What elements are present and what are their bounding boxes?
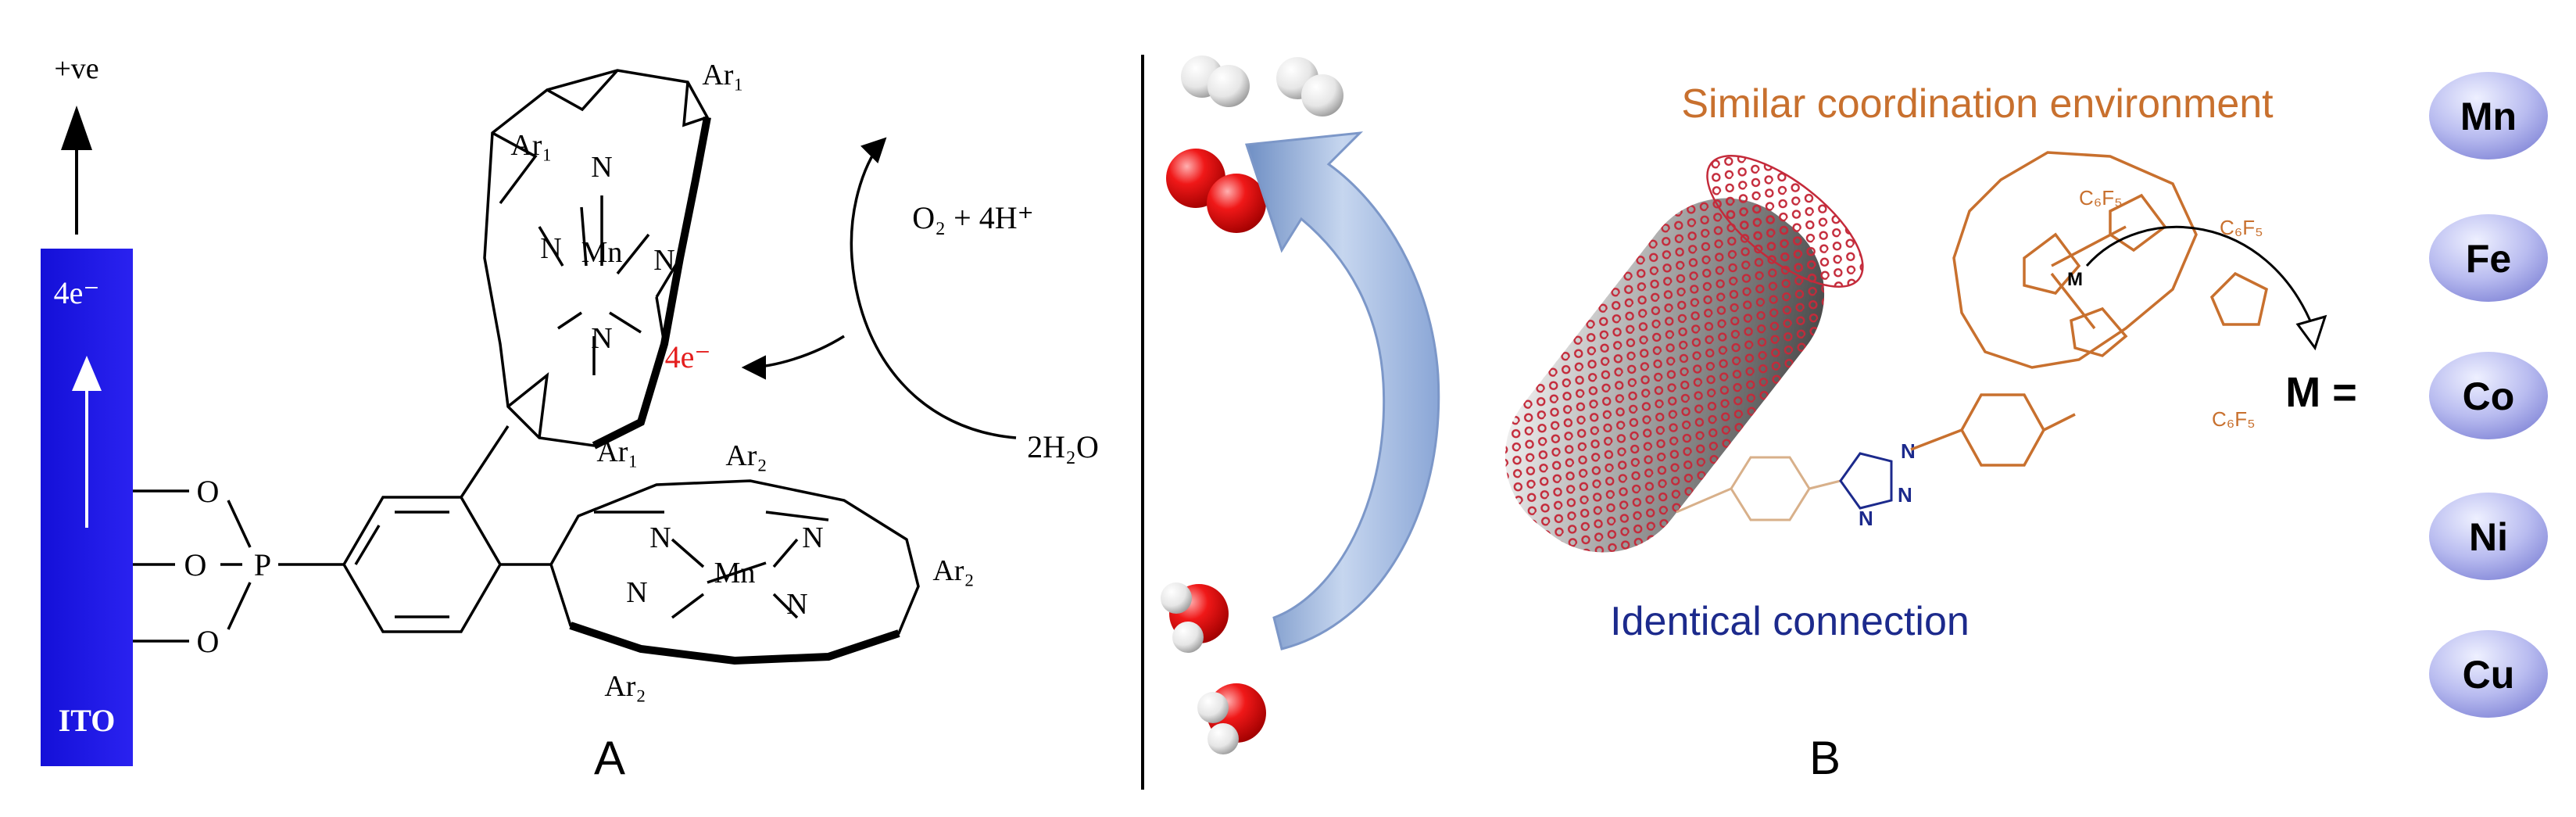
carbon-nanotube	[1504, 155, 1864, 553]
metal-oval-cu: Cu	[2429, 630, 2548, 718]
panel-a-label: A	[594, 732, 625, 784]
ar1-top-right: Ar₁	[702, 59, 743, 91]
ito-label: ITO	[59, 703, 116, 738]
panel-b-label: B	[1809, 732, 1841, 784]
metal-oval-mn: Mn	[2429, 72, 2548, 159]
n-bottom-1: N	[649, 521, 671, 554]
ar1-bottom: Ar₁	[596, 435, 638, 468]
triazole-n-1: N	[1901, 439, 1916, 463]
electron-arrow	[741, 335, 845, 380]
n-top-1: N	[591, 151, 612, 184]
o-label-1: O	[197, 474, 220, 509]
m-equals-label: M =	[2285, 369, 2357, 416]
metal-center: M	[2067, 269, 2083, 290]
water-molecule-1	[1161, 582, 1229, 653]
svg-text:Fe: Fe	[2466, 237, 2511, 281]
c6f5-bottom: C₆F₅	[2212, 407, 2256, 431]
svg-text:Co: Co	[2463, 374, 2515, 418]
reactant-label: 2H₂O	[1027, 429, 1099, 464]
p-label: P	[254, 547, 271, 582]
n-top-3: N	[653, 244, 674, 277]
metal-list: Mn Fe Co Ni Cu	[2429, 72, 2548, 718]
svg-text:Cu: Cu	[2463, 653, 2515, 697]
product-label: O₂ + 4H⁺	[912, 200, 1033, 235]
white-up-arrow-icon	[72, 356, 102, 391]
n-top-2: N	[540, 232, 561, 265]
bottom-porphyrin-bold-edge	[569, 622, 900, 665]
triazole-ring	[1839, 452, 1893, 510]
metal-top: Mn	[581, 236, 623, 269]
panel-a: ITO 4e⁻ +ve O O O P	[41, 52, 1099, 784]
metal-oval-ni: Ni	[2429, 493, 2548, 580]
up-arrow-icon	[61, 106, 92, 150]
c6f5-right: C₆F₅	[2220, 216, 2263, 239]
n-bottom-2: N	[802, 521, 823, 554]
ar2-right: Ar₂	[932, 554, 974, 587]
triazole-n-2: N	[1898, 483, 1912, 507]
n-top-4: N	[591, 322, 612, 355]
ar1-left: Ar₁	[510, 129, 552, 162]
potential-label: +ve	[54, 52, 98, 85]
ar2-top: Ar₂	[725, 439, 767, 472]
c6f5-top: C₆F₅	[2079, 186, 2123, 210]
o-label-3: O	[197, 624, 220, 659]
metal-swap-arrow	[2085, 226, 2315, 329]
panel-b: N N N M C₆F₅ C₆F₅ C₆F₅ Similar coordinat…	[1161, 56, 2548, 784]
top-porphyrin-bold-edge	[592, 116, 711, 450]
metal-oval-fe: Fe	[2429, 214, 2548, 302]
triazole-n-3: N	[1859, 507, 1873, 530]
oxygen-molecule	[1166, 149, 1266, 233]
benzene-ring	[342, 425, 551, 633]
n-bottom-4: N	[786, 588, 807, 621]
n-bottom-3: N	[626, 576, 647, 609]
orange-porphyrin	[1910, 151, 2269, 467]
electrons-red-label: 4e⁻	[665, 339, 711, 374]
ar2-bottom: Ar₂	[604, 670, 646, 703]
water-molecule-2	[1197, 683, 1266, 754]
o-label-2: O	[184, 547, 207, 582]
oxidation-arc	[850, 137, 1017, 439]
metal-bottom: Mn	[714, 557, 756, 589]
svg-text:Ni: Ni	[2469, 515, 2508, 559]
swap-arrow-head-icon	[2295, 314, 2327, 351]
svg-text:Mn: Mn	[2460, 95, 2517, 138]
electrons-label: 4e⁻	[54, 275, 100, 310]
caption-identical-connection: Identical connection	[1610, 599, 1970, 644]
hydrogen-molecules	[1181, 56, 1343, 116]
linker-phenyl	[1676, 456, 1841, 521]
metal-oval-co: Co	[2429, 352, 2548, 439]
phosphonate-bonds	[133, 489, 344, 643]
caption-similar-coordination: Similar coordination environment	[1681, 81, 2274, 127]
big-cycle-arrow	[1244, 131, 1440, 650]
